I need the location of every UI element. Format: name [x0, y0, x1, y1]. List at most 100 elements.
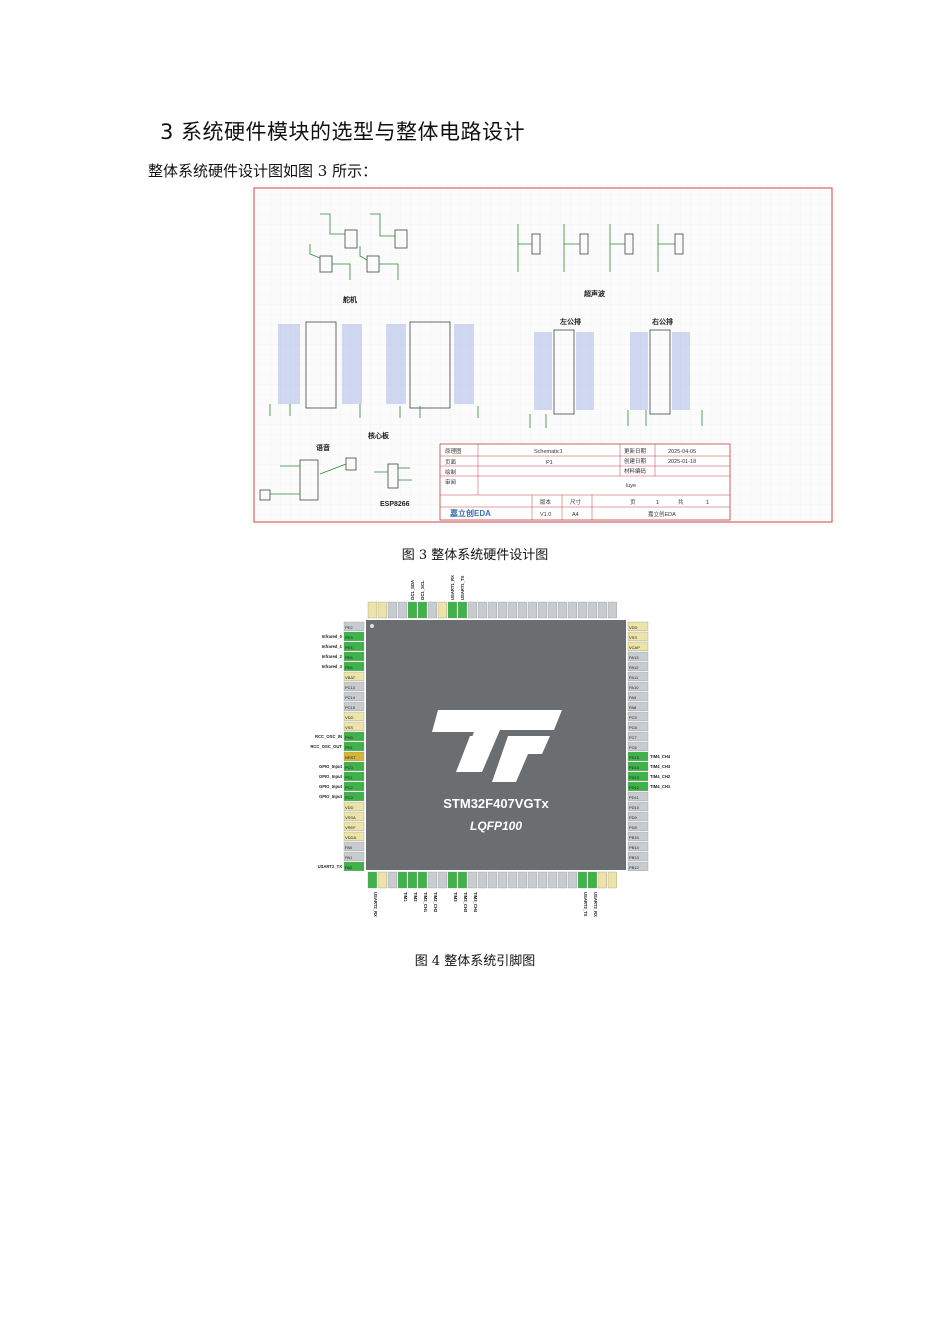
bottom-pin: [557, 871, 567, 889]
right-pin: [627, 681, 649, 691]
right-pin: [627, 811, 649, 821]
right-pin: [627, 791, 649, 801]
top-signal-label: I2C1_SDA: [410, 580, 415, 600]
header-section: [529, 329, 703, 428]
left-signal-label: USART2_TX: [318, 864, 343, 869]
top-pin: [467, 601, 477, 619]
tb-create-label: 创建日期: [624, 457, 647, 465]
right-pin: [627, 861, 649, 871]
left-pin-label: PA1: [345, 855, 353, 860]
bottom-signal-label: TIM2_CH2: [433, 892, 438, 913]
tb-logo: 嘉立创EDA: [449, 508, 491, 518]
st-logo-icon: [432, 710, 562, 782]
left-header-label: 左公排: [559, 317, 581, 326]
right-pin-label: PC8: [629, 725, 638, 730]
tb-draw-label: 绘制: [445, 468, 457, 476]
bottom-signal-label: TIM3_CH3: [463, 892, 468, 913]
left-pin: [343, 781, 365, 791]
bottom-signal-label: TIM3_CH4: [473, 892, 478, 913]
tb-sheet-label: 原理图: [445, 447, 462, 455]
right-signal-label: TIM4_CH4: [650, 754, 671, 759]
left-pin-label: VDD: [345, 805, 354, 810]
top-pin: [487, 601, 497, 619]
bottom-pin: [427, 871, 437, 889]
top-pin: [597, 601, 607, 619]
left-pin-label: PC13: [345, 685, 356, 690]
tb-pageof-label: 页: [630, 499, 636, 506]
top-pin: [427, 601, 437, 619]
left-pin: [343, 801, 365, 811]
left-pin: [343, 771, 365, 781]
left-pin-label: VDD: [345, 715, 354, 720]
esp-section: [374, 463, 412, 489]
bottom-signal-label: USART3_TX: [583, 892, 588, 917]
right-pin-label: PA8: [629, 705, 637, 710]
left-pin-label: PC1: [345, 775, 354, 780]
left-pin-label: PC15: [345, 705, 356, 710]
top-pin: [607, 601, 617, 619]
top-pin: [507, 601, 517, 619]
core-board-section: [269, 321, 479, 418]
top-pin: [407, 601, 417, 619]
title-block: 原理图 Schematic1 更新日期 2025-04-05 页面 P1 创建日…: [439, 443, 731, 521]
bottom-pin: [547, 871, 557, 889]
right-pin-label: PC9: [629, 715, 638, 720]
top-pin: [367, 601, 377, 619]
right-pin-label: VCAP: [629, 645, 640, 650]
right-pin-label: PD11: [629, 795, 639, 800]
top-pin: [417, 601, 427, 619]
bottom-pin: [527, 871, 537, 889]
right-pin: [627, 831, 649, 841]
right-header-label: 右公排: [651, 317, 673, 326]
left-pin-label: PE5: [345, 655, 353, 660]
bottom-pin: [487, 871, 497, 889]
left-pin: [343, 861, 365, 871]
left-pin-label: PE2: [345, 625, 353, 630]
left-pin: [343, 651, 365, 661]
left-signal-label: Infrared_1: [322, 644, 343, 649]
left-pin: [343, 671, 365, 681]
left-pin: [343, 641, 365, 651]
left-pin-label: PC3: [345, 795, 354, 800]
top-pin: [517, 601, 527, 619]
left-pin-label: VSS: [345, 725, 353, 730]
left-pin: [343, 731, 365, 741]
left-pin: [343, 821, 365, 831]
right-pin: [627, 741, 649, 751]
top-pin: [577, 601, 587, 619]
mcu-body: [366, 620, 626, 870]
left-pin-label: VBAT: [345, 675, 356, 680]
right-pin-label: VDD: [629, 625, 638, 630]
right-pin: [627, 711, 649, 721]
pin-layer: PE2PE3PE4PE5PE6VBATPC13PC14PC15VDDVSSPH0…: [343, 601, 649, 889]
bottom-pin: [507, 871, 517, 889]
top-pin: [547, 601, 557, 619]
left-pin: [343, 691, 365, 701]
bottom-pin: [457, 871, 467, 889]
chip-name: STM32F407VGTx: [443, 796, 549, 811]
bottom-pin: [597, 871, 607, 889]
bottom-signal-label: USART3_RX: [593, 892, 598, 917]
servo-section: [309, 213, 408, 280]
tb-author-value: luye: [626, 483, 636, 489]
bottom-pin: [437, 871, 447, 889]
right-pin-label: PA9: [629, 695, 637, 700]
left-pin: [343, 621, 365, 631]
top-pin: [447, 601, 457, 619]
tb-update-value: 2025-04-05: [668, 449, 696, 455]
right-pin-label: PA12: [629, 665, 639, 670]
right-pin: [627, 781, 649, 791]
left-signal-label: GPIO_Input: [319, 794, 343, 799]
left-pin-label: VDDA: [345, 835, 356, 840]
core-board-label: 核心板: [368, 431, 390, 440]
right-pin: [627, 631, 649, 641]
bottom-signal-label: TIM1: [403, 892, 408, 902]
left-pin: [343, 661, 365, 671]
left-pin-label: PE4: [345, 645, 353, 650]
tb-total-label: 共: [678, 498, 684, 506]
bottom-signal-label: USART2_RX: [373, 892, 378, 917]
right-pin-label: PB14: [629, 845, 640, 850]
left-pin-label: VREF: [345, 825, 356, 830]
tb-version-label: 版本: [540, 498, 552, 506]
right-pin-label: PD14: [629, 765, 640, 770]
